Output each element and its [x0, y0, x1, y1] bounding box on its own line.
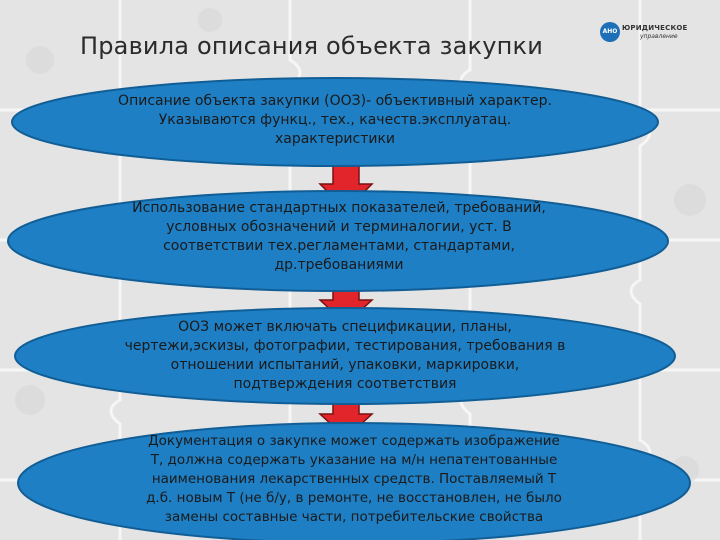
flow-node-4-text: Документация о закупке может содержать и… — [79, 432, 629, 527]
flow-node-1-line: Описание объекта закупки (ООЗ)- объектив… — [118, 93, 552, 109]
flow-node-2-line: др.требованиями — [274, 257, 404, 273]
flow-node-1-line: Указываются функц., тех., качеств.эксплу… — [158, 112, 512, 128]
flow-node-1 — [11, 77, 659, 167]
flow-node-3-line: отношении испытаний, упаковки, маркировк… — [170, 357, 520, 373]
flow-node-1-line: характеристики — [274, 131, 396, 147]
flow-node-4 — [17, 422, 691, 540]
flow-node-4-line: Т, должна содержать указание на м/н непа… — [150, 452, 558, 468]
logo-line2: управление — [640, 33, 678, 40]
flow-node-3 — [14, 307, 676, 405]
flow-node-4-line: наименования лекарственных средств. Пост… — [151, 471, 557, 487]
flow-node-1-text: Описание объекта закупки (ООЗ)- объектив… — [60, 92, 610, 149]
flow-node-3-text: ООЗ может включать спецификации, планы, … — [70, 318, 620, 394]
flow-node-2 — [7, 190, 669, 292]
logo-badge: АНО — [600, 22, 620, 42]
logo-line1: ЮРИДИЧЕСКОЕ — [622, 24, 688, 32]
flow-node-3-line: подтверждения соответствия — [233, 376, 457, 392]
flow-node-2-line: соответствии тех.регламентами, стандарта… — [163, 238, 515, 254]
page-title: Правила описания объекта закупки — [80, 32, 544, 60]
flow-node-4-line: замены составные части, потребительские … — [164, 509, 544, 525]
flow-node-2-text: Использование стандартных показателей, т… — [64, 199, 614, 275]
flow-node-2-line: Использование стандартных показателей, т… — [132, 200, 546, 216]
flow-node-2-line: условных обозначений и терминалогии, уст… — [166, 219, 512, 235]
flow-node-3-line: чертежи,эскизы, фотографии, тестирования… — [124, 338, 566, 354]
company-logo: АНО ЮРИДИЧЕСКОЕ управление — [600, 20, 696, 44]
flow-node-3-line: ООЗ может включать спецификации, планы, — [178, 319, 512, 335]
flow-node-4-line: Документация о закупке может содержать и… — [148, 433, 560, 449]
flow-node-4-line: д.б. новым Т (не б/у, в ремонте, не восс… — [146, 490, 562, 506]
